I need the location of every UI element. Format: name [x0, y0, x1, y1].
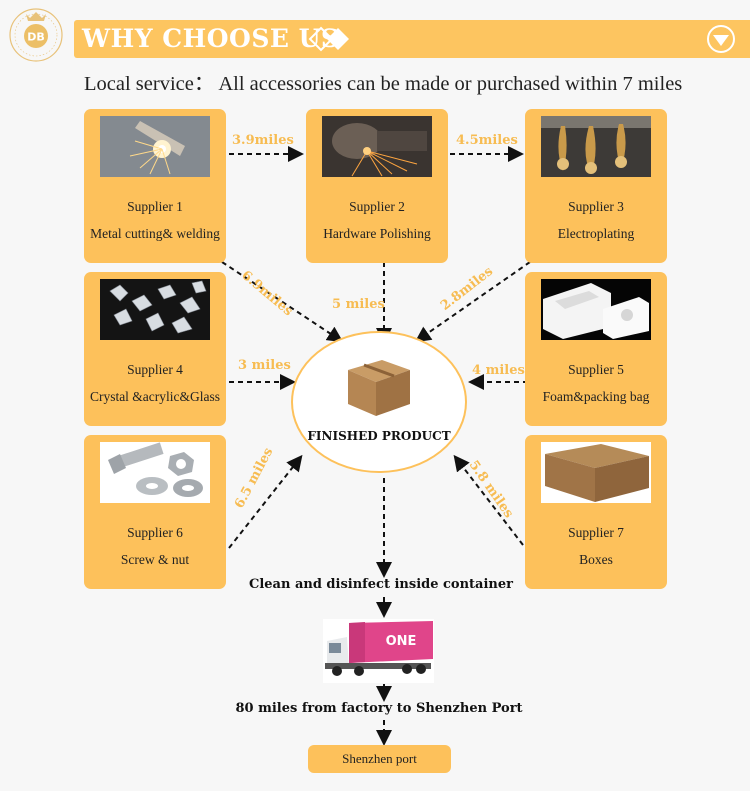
- arrow-s3-center: [414, 261, 531, 343]
- supplier-desc: Crystal &acrylic&Glass: [89, 389, 221, 404]
- screw-nut-photo: [100, 442, 210, 503]
- distance-label-s2-s3: 4.5miles: [456, 133, 518, 148]
- to-port-caption: 80 miles from factory to Shenzhen Port: [235, 701, 523, 716]
- supplier-card-2: Supplier 2 Hardware Polishing: [306, 109, 448, 263]
- logo-text: DB: [27, 31, 45, 44]
- cardboard-box-icon: [348, 360, 410, 416]
- distance-label-s2-center: 5 miles: [332, 297, 385, 312]
- supplier-name: Supplier 1: [127, 199, 183, 214]
- supplier-name: Supplier 5: [568, 362, 624, 377]
- supplier-card-7: Supplier 7 Boxes: [525, 435, 667, 589]
- supplier-name: Supplier 7: [568, 525, 624, 540]
- local-service-subtitle: Local service： All accessories can be ma…: [84, 73, 683, 95]
- supplier-desc: Electroplating: [557, 226, 635, 241]
- arrow-s7-center: [453, 454, 524, 546]
- supplier-name: Supplier 4: [127, 362, 183, 377]
- finished-product-label: FINISHED PRODUCT: [307, 429, 451, 443]
- supplier-card-3: Supplier 3 Electroplating: [525, 109, 667, 263]
- foam-photo: [541, 279, 651, 340]
- supplier-desc: Hardware Polishing: [323, 226, 431, 241]
- chevron-down-icon[interactable]: [706, 24, 736, 54]
- supplier-card-6: Supplier 6 Screw & nut: [84, 435, 226, 589]
- diamond-ornament-icon: [308, 26, 349, 52]
- distance-label-s5-center: 4 miles: [472, 363, 525, 378]
- supplier-desc: Foam&packing bag: [542, 389, 650, 404]
- supplier-desc: Screw & nut: [120, 552, 190, 567]
- supplier-name: Supplier 6: [127, 525, 183, 540]
- clean-caption: Clean and disinfect inside container: [248, 577, 513, 592]
- welding-photo: [100, 116, 210, 177]
- supplier-card-5: Supplier 5 Foam&packing bag: [525, 272, 667, 426]
- polishing-photo: [322, 116, 432, 177]
- electroplating-photo: [541, 116, 651, 177]
- supplier-name: Supplier 2: [349, 199, 405, 214]
- supplier-desc: Metal cutting& welding: [90, 226, 220, 241]
- arrow-s1-center: [221, 261, 344, 343]
- supplier-card-1: Supplier 1 Metal cutting& welding: [84, 109, 226, 263]
- db-logo: DB: [9, 8, 63, 62]
- truck-logo-text: ONE: [386, 634, 417, 649]
- supplier-name: Supplier 3: [568, 199, 624, 214]
- finished-product-node: [291, 331, 467, 473]
- boxes-photo: [541, 442, 651, 503]
- crystal-photo: [100, 279, 210, 340]
- distance-label-s1-s2: 3.9miles: [232, 133, 294, 148]
- distance-label-s4-center: 3 miles: [238, 358, 291, 373]
- supplier-card-4: Supplier 4 Crystal &acrylic&Glass: [84, 272, 226, 426]
- shenzhen-port-box: Shenzhen port: [308, 745, 451, 773]
- supplier-desc: Boxes: [579, 552, 613, 567]
- arrow-s6-center: [228, 454, 303, 549]
- page-title: WHY CHOOSE US: [82, 24, 340, 53]
- title-banner: WHY CHOOSE US: [74, 20, 750, 58]
- truck-photo: ONE: [323, 619, 434, 683]
